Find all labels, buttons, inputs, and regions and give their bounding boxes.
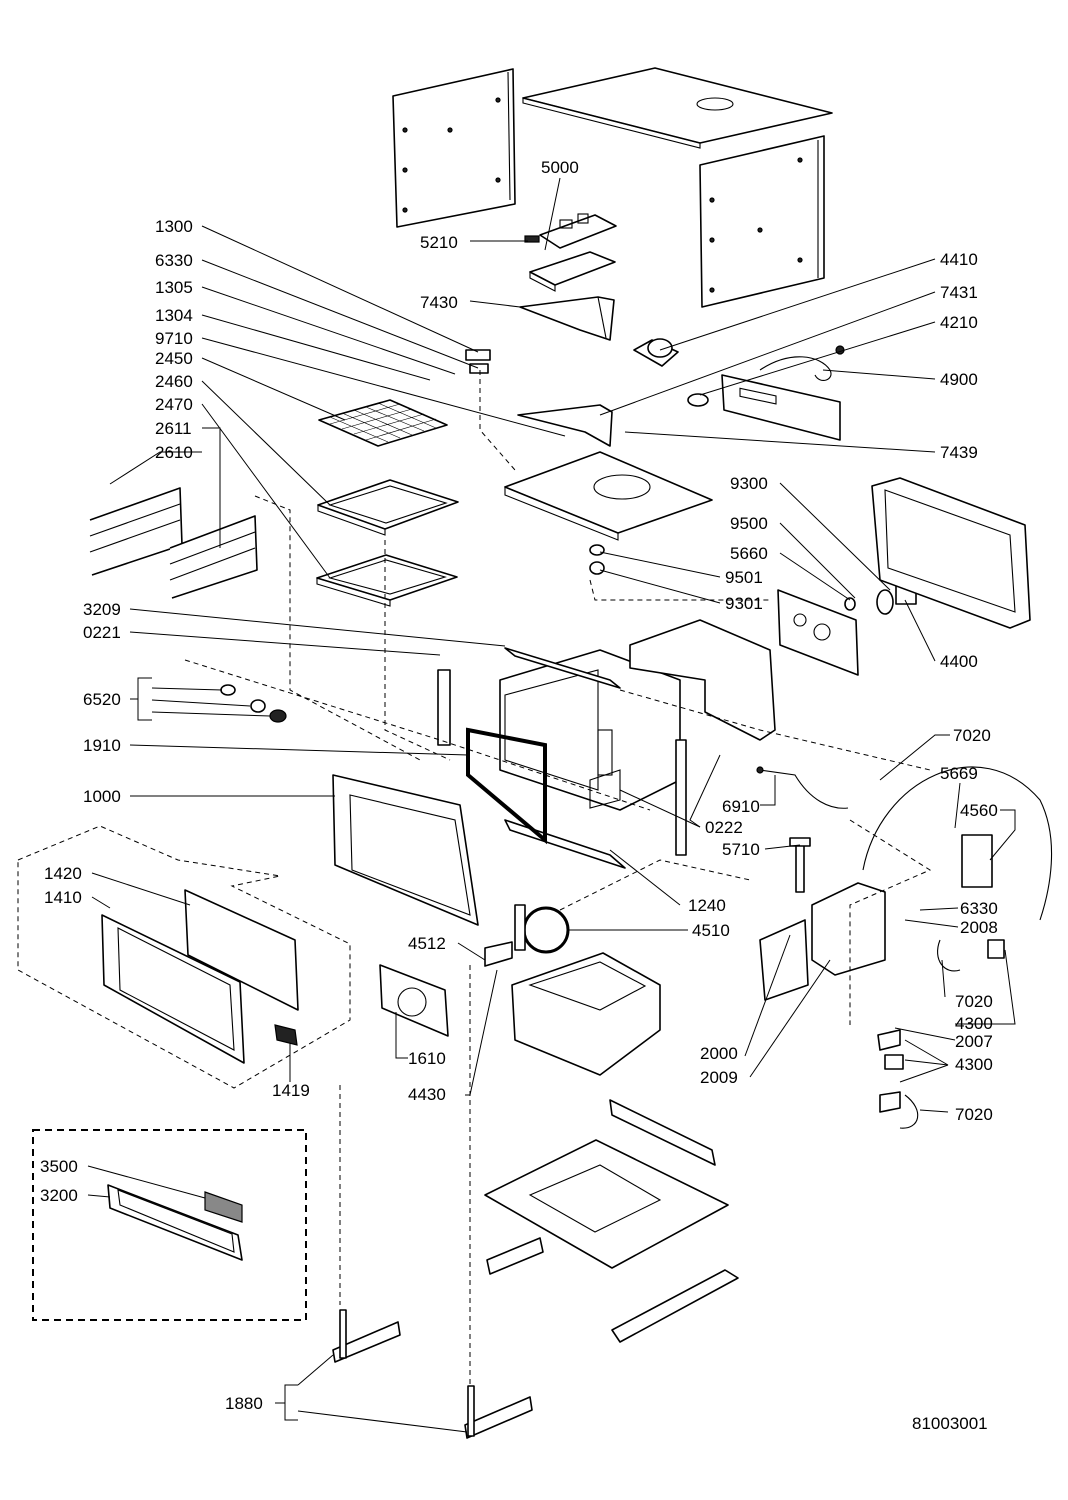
fan-gasket-4400 bbox=[871, 477, 1031, 629]
label-2009: 2009 bbox=[700, 1068, 738, 1087]
label-6520: 6520 bbox=[83, 690, 121, 709]
rear-heater-cover bbox=[777, 589, 859, 676]
water-tank-assembly bbox=[759, 766, 1053, 1129]
oven-door-1000 bbox=[332, 774, 479, 926]
label-2008: 2008 bbox=[960, 918, 998, 937]
left-side-panel bbox=[392, 68, 516, 228]
label-7439: 7439 bbox=[940, 443, 978, 462]
assembly-guides bbox=[184, 370, 932, 1385]
label-2000: 2000 bbox=[700, 1044, 738, 1063]
label-0222: 0222 bbox=[705, 818, 743, 837]
label-1910: 1910 bbox=[83, 736, 121, 755]
label-6910: 6910 bbox=[722, 797, 760, 816]
label-2470: 2470 bbox=[155, 395, 193, 414]
feet bbox=[332, 1309, 533, 1439]
label-9500: 9500 bbox=[730, 514, 768, 533]
label-1000: 1000 bbox=[83, 787, 121, 806]
label-1420: 1420 bbox=[44, 864, 82, 883]
fan-cover-1610 bbox=[379, 964, 449, 1037]
label-5710: 5710 bbox=[722, 840, 760, 859]
label-9301: 9301 bbox=[725, 594, 763, 613]
label-2460: 2460 bbox=[155, 372, 193, 391]
label-9300: 9300 bbox=[730, 474, 768, 493]
lamp-cover-1300 bbox=[465, 349, 491, 374]
cooling-fan-motor bbox=[633, 338, 679, 367]
label-3209: 3209 bbox=[83, 600, 121, 619]
right-side-panel bbox=[699, 135, 825, 308]
label-4510: 4510 bbox=[692, 921, 730, 940]
label-2450: 2450 bbox=[155, 349, 193, 368]
label-4400: 4400 bbox=[940, 652, 978, 671]
ring-heater bbox=[484, 904, 570, 967]
top-cover-panel bbox=[522, 67, 833, 149]
accessory-box-outline bbox=[32, 1129, 307, 1321]
label-1880: 1880 bbox=[225, 1394, 263, 1413]
steam-pipe-5710 bbox=[789, 837, 811, 893]
label-1304: 1304 bbox=[155, 306, 193, 325]
spring-parts bbox=[589, 544, 605, 575]
label-4560: 4560 bbox=[960, 801, 998, 820]
shelf-rails-left bbox=[89, 487, 183, 576]
inner-door-1410 bbox=[101, 889, 299, 1064]
part-labels: 1300 6330 1305 1304 9710 2450 2460 2470 … bbox=[40, 158, 998, 1433]
label-6330-right: 6330 bbox=[960, 899, 998, 918]
label-1610: 1610 bbox=[408, 1049, 446, 1068]
label-7020-top: 7020 bbox=[953, 726, 991, 745]
label-3500: 3500 bbox=[40, 1157, 78, 1176]
rear-panel-4900 bbox=[687, 345, 845, 441]
door-seal bbox=[466, 727, 547, 845]
label-7430: 7430 bbox=[420, 293, 458, 312]
label-1305: 1305 bbox=[155, 278, 193, 297]
lamp-glass-set bbox=[220, 684, 287, 723]
label-5669: 5669 bbox=[940, 764, 978, 783]
wire-rack bbox=[318, 399, 448, 447]
label-4900: 4900 bbox=[940, 370, 978, 389]
drawing-number: 81003001 bbox=[912, 1414, 988, 1433]
label-4300-upper: 4300 bbox=[955, 1014, 993, 1033]
label-1300: 1300 bbox=[155, 217, 193, 236]
label-1410: 1410 bbox=[44, 888, 82, 907]
label-4300-lower: 4300 bbox=[955, 1055, 993, 1074]
door-group-outline bbox=[17, 825, 351, 1089]
label-4210: 4210 bbox=[940, 313, 978, 332]
sensor-6910 bbox=[756, 766, 849, 809]
label-1419: 1419 bbox=[272, 1081, 310, 1100]
label-1240: 1240 bbox=[688, 896, 726, 915]
label-5660: 5660 bbox=[730, 544, 768, 563]
lower-tray bbox=[511, 952, 661, 1076]
label-7020-mid: 7020 bbox=[955, 992, 993, 1011]
label-7431: 7431 bbox=[940, 283, 978, 302]
label-0221: 0221 bbox=[83, 623, 121, 642]
label-5000: 5000 bbox=[541, 158, 579, 177]
duct-plate bbox=[517, 404, 613, 447]
label-9501: 9501 bbox=[725, 568, 763, 587]
air-duct bbox=[519, 296, 615, 341]
label-5210: 5210 bbox=[420, 233, 458, 252]
label-9710: 9710 bbox=[155, 329, 193, 348]
label-6330-top: 6330 bbox=[155, 251, 193, 270]
label-7020-bottom: 7020 bbox=[955, 1105, 993, 1124]
label-4512: 4512 bbox=[408, 934, 446, 953]
label-2611: 2611 bbox=[155, 419, 192, 438]
label-2007: 2007 bbox=[955, 1032, 993, 1051]
label-4410: 4410 bbox=[940, 250, 978, 269]
baking-tray bbox=[317, 479, 459, 536]
label-2610: 2610 bbox=[155, 443, 193, 462]
label-4430: 4430 bbox=[408, 1085, 446, 1104]
control-panel-3200 bbox=[107, 1184, 243, 1261]
cavity-top-cover bbox=[629, 619, 776, 741]
grill-pan bbox=[316, 554, 458, 607]
base-tray bbox=[484, 1099, 739, 1343]
leader-lines bbox=[87, 177, 1016, 1433]
label-3200: 3200 bbox=[40, 1186, 78, 1205]
cavity-top-plate bbox=[504, 451, 713, 541]
control-board bbox=[524, 213, 617, 292]
shelf-rails-right bbox=[169, 515, 258, 599]
